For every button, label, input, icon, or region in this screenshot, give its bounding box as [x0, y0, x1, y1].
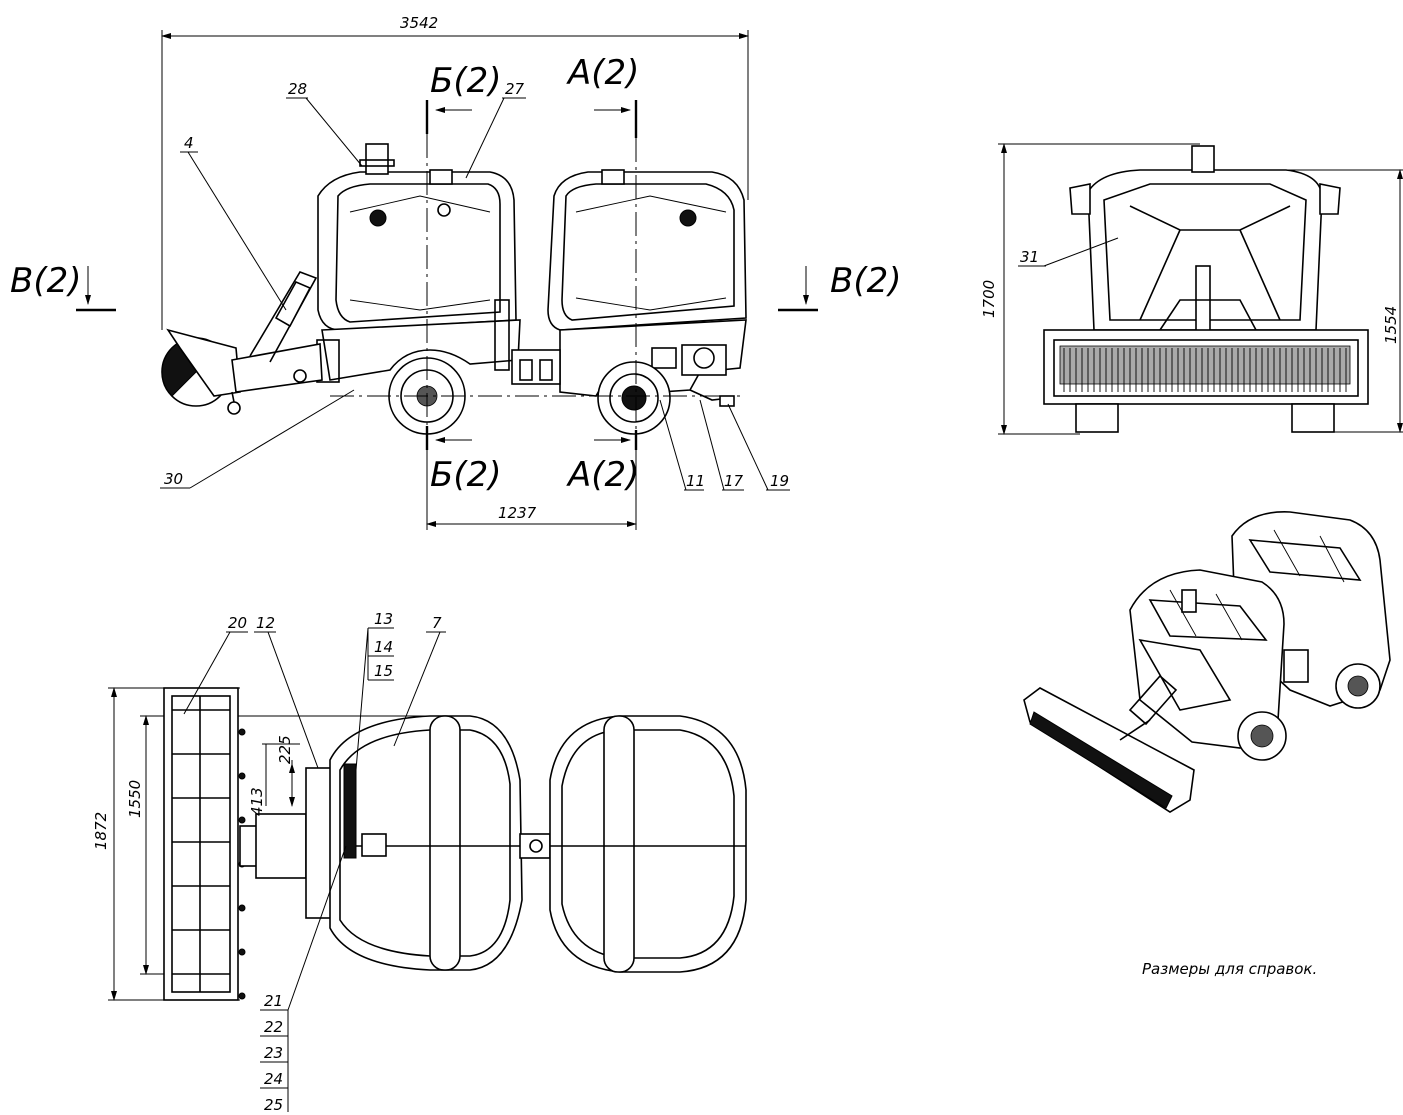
dim-brush-width-outer: 1872: [92, 812, 110, 850]
callout-28: 28: [288, 80, 307, 98]
callout-4: 4: [184, 134, 194, 152]
dim-mount-offset: 225: [276, 735, 294, 764]
callout-22: 22: [264, 1018, 283, 1036]
dim-height-total: 1700: [980, 280, 998, 318]
callout-21: 21: [264, 992, 283, 1010]
callout-20: 20: [228, 614, 247, 632]
dim-mount-depth: 413: [248, 787, 266, 816]
section-b-bottom: Б(2): [430, 455, 502, 495]
callout-24: 24: [264, 1070, 283, 1088]
isometric-view: [1023, 511, 1391, 813]
callout-19: 19: [770, 472, 789, 490]
callout-13: 13: [374, 610, 393, 628]
callout-25: 25: [264, 1096, 283, 1114]
callout-30: 30: [164, 470, 183, 488]
callout-23: 23: [264, 1044, 283, 1062]
callout-12: 12: [256, 614, 275, 632]
section-b-top: Б(2): [430, 61, 502, 101]
dim-wheelbase: 1237: [498, 504, 537, 522]
callout-11: 11: [686, 472, 705, 490]
section-a-bottom: А(2): [566, 455, 639, 495]
callout-15: 15: [374, 662, 393, 680]
section-a-top: А(2): [566, 53, 639, 93]
callout-14: 14: [374, 638, 393, 656]
callout-17: 17: [724, 472, 744, 490]
dim-overall-length: 3542: [400, 14, 438, 32]
section-v-left: В(2): [10, 261, 82, 301]
section-v-right: В(2): [830, 261, 902, 301]
side-view: 3542: [10, 14, 902, 530]
reference-note: Размеры для справок.: [1142, 960, 1317, 978]
front-view: 1700 1554 31: [980, 143, 1403, 435]
callout-7: 7: [432, 614, 442, 632]
dim-height-cab: 1554: [1382, 306, 1400, 344]
top-view: 1872 1550 225 413 20: [92, 610, 747, 1114]
callout-27: 27: [505, 80, 525, 98]
dim-brush-width-inner: 1550: [126, 780, 144, 818]
callout-31: 31: [1020, 248, 1039, 266]
